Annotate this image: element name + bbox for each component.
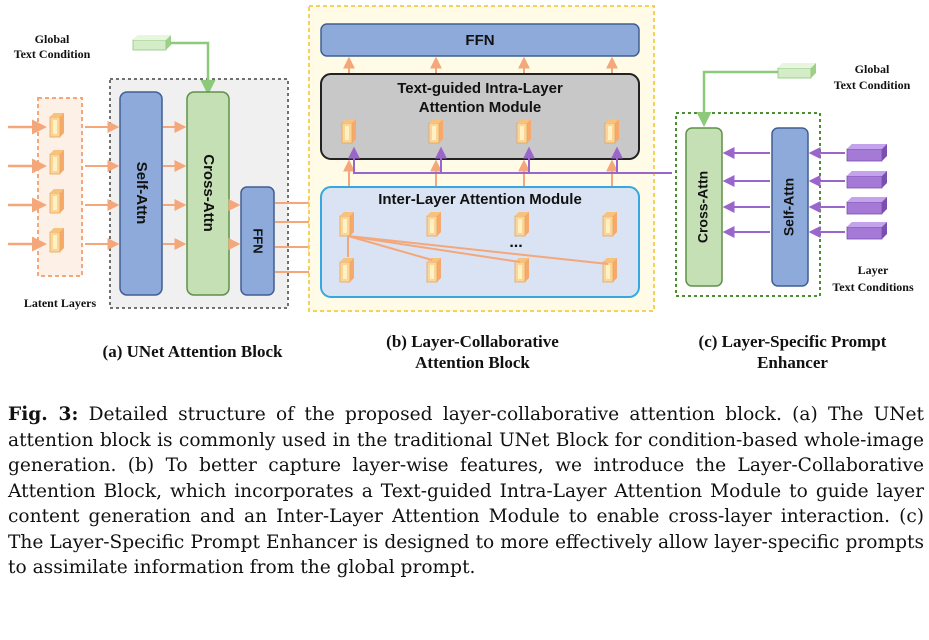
sub-caption-b-line-1: (b) Layer-Collaborative	[386, 332, 559, 351]
right-cross-attn-label: Cross-Attn	[695, 171, 711, 243]
ffn-block-top	[320, 23, 640, 57]
self-attn-label: Self-Attn	[133, 162, 150, 225]
sub-caption-b-line-2: Attention Block	[415, 353, 530, 372]
self-attn-block	[119, 91, 163, 296]
figure-caption: Fig. 3: Detailed structure of the propos…	[8, 402, 924, 581]
latent-layer-icon	[428, 118, 444, 144]
latent-layer-icon	[339, 211, 355, 237]
latent-layers-label: Latent Layers	[24, 296, 97, 310]
latent-layer-icon	[516, 118, 532, 144]
latent-layer-icon	[602, 257, 618, 283]
cross-attn-label: Cross-Attn	[200, 154, 217, 232]
latent-layer-icon	[49, 149, 65, 175]
latent-layer-icon	[49, 112, 65, 138]
sub-caption-c-line-1: (c) Layer-Specific Prompt	[698, 332, 887, 351]
ffn-label-left: FFN	[251, 228, 266, 253]
latent-layer-icon	[602, 211, 618, 237]
layer-prompt-icon	[846, 221, 888, 240]
ffn-block-left	[240, 186, 275, 296]
right-self-attn-label: Self-Attn	[781, 178, 797, 236]
right-self-attn-block	[771, 127, 809, 287]
layer-prompt-icon	[846, 143, 888, 162]
layer-specific-prompt-enhancer: Global Text Condition Cross-Attn Self-At…	[675, 62, 914, 297]
global-text-condition-icon	[132, 34, 172, 51]
layer-prompt-icon	[846, 170, 888, 189]
intra-layer-module	[320, 73, 640, 160]
cross-attn-block	[186, 91, 230, 296]
latent-layer-icon	[49, 188, 65, 214]
latent-layer-icon	[426, 211, 442, 237]
global-text-condition-label-2: Text Condition	[14, 47, 91, 61]
ellipsis-label: ...	[509, 234, 522, 251]
intra-module-label-2: Attention Module	[419, 99, 541, 116]
latent-layer-icon	[514, 211, 530, 237]
intra-module-label-1: Text-guided Intra-Layer	[397, 80, 563, 97]
unet-attention-block: Latent Layers Global Text Condition Self…	[8, 32, 321, 310]
layer-prompt-icon	[846, 196, 888, 215]
figure-label: Fig. 3:	[8, 404, 79, 425]
right-cross-attn-block	[685, 127, 723, 287]
sub-caption-c-line-2: Enhancer	[757, 353, 828, 372]
global-text-condition-label-1: Global	[35, 32, 70, 46]
latent-layer-icon	[49, 227, 65, 253]
latent-layer-icon	[426, 257, 442, 283]
latent-layer-icon	[341, 118, 357, 144]
latent-layer-icon	[604, 118, 620, 144]
global-text-condition-icon	[777, 62, 817, 79]
sub-caption-a: (a) UNet Attention Block	[102, 342, 283, 361]
inter-module-label: Inter-Layer Attention Module	[378, 191, 582, 208]
right-global-text-condition-label-2: Text Condition	[834, 78, 911, 92]
latent-layer-icon	[339, 257, 355, 283]
architecture-diagram: Latent Layers Global Text Condition Self…	[8, 5, 914, 312]
layer-text-conditions-label-1: Layer	[858, 263, 889, 277]
layer-collaborative-block: FFN Text-guided Intra-Layer Attention Mo…	[308, 5, 672, 312]
layer-text-conditions-label-2: Text Conditions	[832, 280, 914, 294]
sub-caption-c: (c) Layer-Specific Prompt Enhancer	[665, 331, 920, 373]
figure-caption-text: Detailed structure of the proposed layer…	[8, 404, 924, 578]
inter-layer-module	[320, 186, 640, 298]
right-global-text-condition-label-1: Global	[855, 62, 890, 76]
ffn-label-top: FFN	[465, 32, 494, 49]
sub-caption-b: (b) Layer-Collaborative Attention Block	[350, 331, 595, 373]
